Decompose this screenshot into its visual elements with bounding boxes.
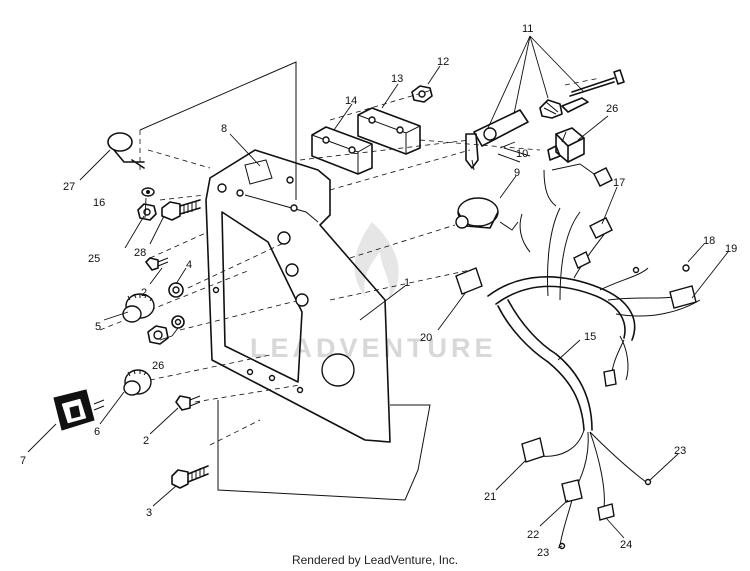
background-frame [99, 61, 601, 501]
callout-3: 3 [146, 507, 152, 519]
control-panel [205, 149, 391, 443]
watermark-flame-icon [354, 222, 399, 300]
callout-27: 27 [63, 181, 75, 193]
callout-25: 25 [88, 253, 100, 265]
bolt-3 [171, 465, 209, 489]
callout-23a: 23 [674, 445, 686, 457]
callout-14: 14 [345, 95, 357, 107]
callout-18: 18 [703, 235, 715, 247]
callout-28: 28 [134, 247, 146, 259]
callout-17: 17 [613, 177, 625, 189]
callout-15: 15 [584, 331, 596, 343]
callout-26b: 26 [152, 360, 164, 372]
callouts: 1 2 2 3 4 5 6 7 8 9 10 11 12 13 14 15 16… [20, 23, 737, 559]
callout-9: 9 [514, 167, 520, 179]
nut-25 [137, 203, 157, 221]
knurled-nut-5 [122, 293, 155, 323]
callout-21: 21 [484, 491, 496, 503]
screw-2-upper [145, 257, 169, 271]
callout-10: 10 [516, 148, 528, 160]
callout-4: 4 [186, 259, 192, 271]
ring-27 [107, 132, 145, 169]
callout-8: 8 [221, 123, 227, 135]
callout-23b: 23 [537, 547, 549, 559]
key-switch-assembly [465, 69, 625, 171]
screw-2-lower [175, 395, 201, 411]
wiring-harness [455, 163, 701, 550]
indicator-7 [53, 389, 105, 431]
footer-credit: Rendered by LeadVenture, Inc. [291, 553, 459, 567]
callout-7: 7 [20, 455, 26, 467]
callout-5: 5 [95, 321, 101, 333]
toggle-switch [547, 127, 585, 163]
callout-20: 20 [420, 332, 432, 344]
callout-2b: 2 [143, 435, 149, 447]
callout-1: 1 [404, 277, 410, 289]
callout-11: 11 [522, 23, 533, 35]
callout-13: 13 [391, 73, 403, 85]
leader-lines [27, 35, 729, 549]
callout-24: 24 [620, 539, 632, 551]
knob-9 [455, 197, 519, 231]
nut-washer-26 [147, 315, 185, 345]
lock-washer-4 [168, 282, 184, 298]
bracket-plates [311, 107, 421, 175]
callout-12: 12 [437, 56, 449, 68]
watermark: LEADVENTURE [250, 222, 497, 363]
washer-16 [141, 187, 155, 197]
callout-16: 16 [93, 197, 105, 209]
knurled-ring-6 [123, 369, 152, 396]
nut [411, 85, 433, 103]
callout-22: 22 [527, 529, 539, 541]
callout-2a: 2 [141, 287, 147, 299]
bolt-28 [161, 199, 201, 221]
callout-19: 19 [725, 243, 737, 255]
watermark-text: LEADVENTURE [250, 333, 497, 363]
callout-26a: 26 [606, 103, 618, 115]
callout-6: 6 [94, 426, 100, 438]
